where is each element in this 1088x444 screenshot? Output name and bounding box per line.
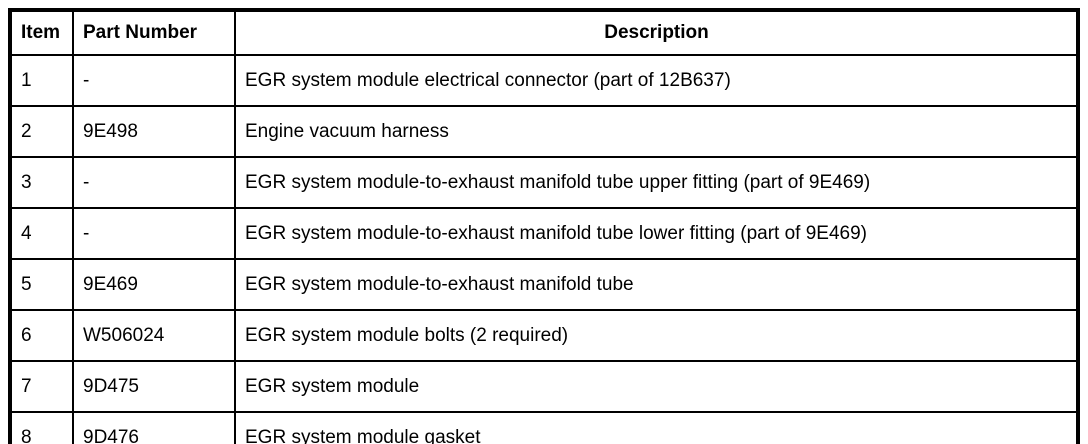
part-number-cell: 9D476: [72, 411, 236, 444]
part-number-cell: -: [72, 54, 236, 107]
table-header-row: Item Part Number Description: [9, 9, 1079, 56]
description-cell: EGR system module-to-exhaust manifold tu…: [234, 207, 1079, 260]
description-cell: EGR system module electrical connector (…: [234, 54, 1079, 107]
description-cell: EGR system module gasket: [234, 411, 1079, 444]
description-cell: EGR system module-to-exhaust manifold tu…: [234, 156, 1079, 209]
table-row: 4 - EGR system module-to-exhaust manifol…: [9, 207, 1079, 260]
table-row: 8 9D476 EGR system module gasket: [9, 411, 1079, 444]
table-row: 1 - EGR system module electrical connect…: [9, 54, 1079, 107]
table-row: 3 - EGR system module-to-exhaust manifol…: [9, 156, 1079, 209]
table-row: 6 W506024 EGR system module bolts (2 req…: [9, 309, 1079, 362]
table-row: 2 9E498 Engine vacuum harness: [9, 105, 1079, 158]
item-cell: 7: [9, 360, 74, 413]
description-cell: EGR system module: [234, 360, 1079, 413]
part-number-cell: -: [72, 156, 236, 209]
item-cell: 4: [9, 207, 74, 260]
item-cell: 8: [9, 411, 74, 444]
description-cell: EGR system module-to-exhaust manifold tu…: [234, 258, 1079, 311]
parts-table: Item Part Number Description 1 - EGR sys…: [8, 8, 1080, 444]
description-column-header: Description: [234, 9, 1079, 56]
description-cell: Engine vacuum harness: [234, 105, 1079, 158]
item-cell: 3: [9, 156, 74, 209]
description-cell: EGR system module bolts (2 required): [234, 309, 1079, 362]
part-number-cell: 9E498: [72, 105, 236, 158]
item-cell: 2: [9, 105, 74, 158]
item-cell: 1: [9, 54, 74, 107]
item-column-header: Item: [9, 9, 74, 56]
item-cell: 5: [9, 258, 74, 311]
table-row: 7 9D475 EGR system module: [9, 360, 1079, 413]
table-row: 5 9E469 EGR system module-to-exhaust man…: [9, 258, 1079, 311]
part-number-column-header: Part Number: [72, 9, 236, 56]
part-number-cell: 9D475: [72, 360, 236, 413]
part-number-cell: W506024: [72, 309, 236, 362]
part-number-cell: 9E469: [72, 258, 236, 311]
part-number-cell: -: [72, 207, 236, 260]
item-cell: 6: [9, 309, 74, 362]
